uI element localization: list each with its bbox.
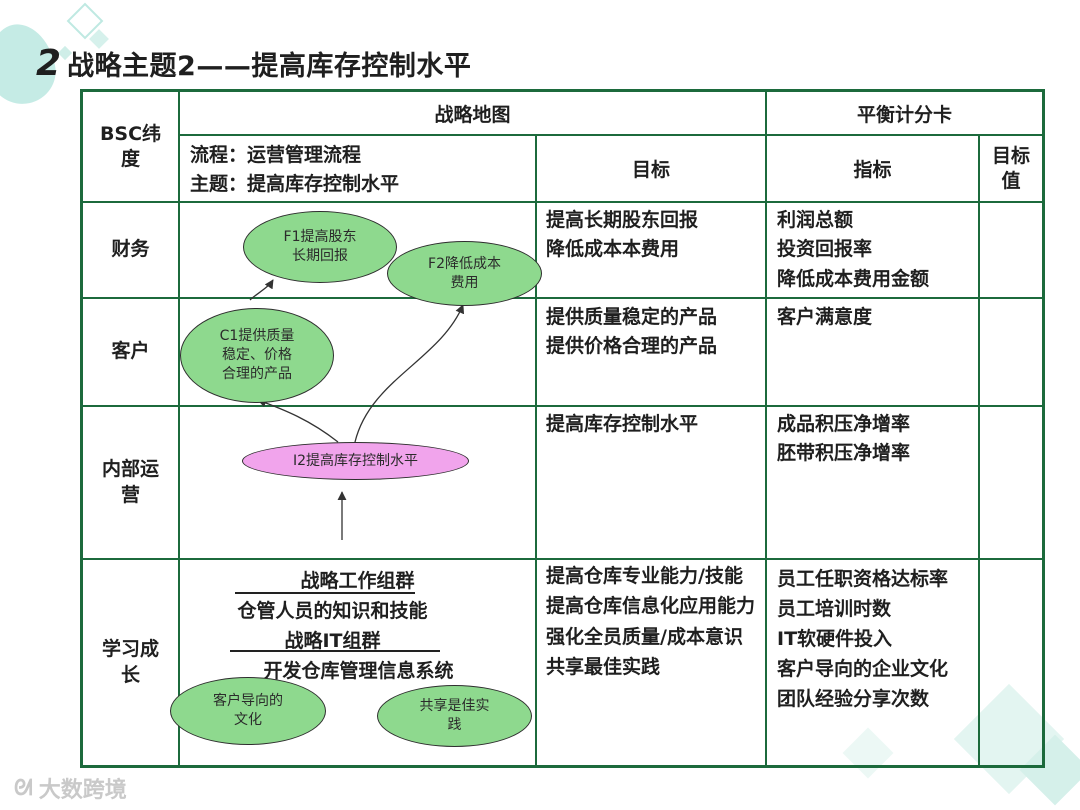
watermark-text: 大数跨境 — [38, 778, 127, 803]
process-header: 流程：运营管理流程 主题：提高库存控制水平 — [190, 141, 399, 200]
indicator-item: 客户导向的企业文化 — [777, 658, 949, 681]
header-bsc-dimension: BSC纬 度 — [99, 122, 162, 170]
indicator-item: 员工任职资格达标率 — [777, 568, 949, 590]
node-share-practice: 共享是佳实 践 — [377, 685, 532, 747]
indicator-item: 投资回报率 — [777, 238, 873, 261]
indicator-item: 成品积压净增率 — [777, 413, 911, 435]
dimension-learning: 学习成 长 — [101, 637, 159, 686]
indicators-finance: 利润总额 投资回报率 降低成本费用金额 — [777, 206, 977, 294]
objective-item: 提高仓库信息化应用能力 — [546, 595, 756, 618]
indicator-item: 利润总额 — [777, 209, 854, 231]
objective-item: 提供价格合理的产品 — [546, 335, 718, 358]
objectives-learning: 提高仓库专业能力/技能 提高仓库信息化应用能力 强化全员质量/成本意识 共享最佳… — [546, 564, 758, 680]
objective-item: 强化全员质量/成本意识 — [546, 625, 743, 648]
group1-title: 战略工作组群 — [300, 570, 415, 592]
indicator-item: 团队经验分享次数 — [777, 688, 930, 711]
node-i2: I2提高库存控制水平 — [242, 442, 469, 480]
objective-item: 共享最佳实践 — [546, 655, 661, 678]
node-customer-culture: 客户导向的 文化 — [170, 677, 326, 745]
indicator-item: 胚带积压净增率 — [777, 442, 911, 465]
objectives-internal: 提高库存控制水平 — [546, 410, 760, 439]
watermark-logo-icon: ᘛ — [14, 775, 33, 801]
arrow-i2-to-c1 — [257, 398, 339, 443]
indicators-internal: 成品积压净增率 胚带积压净增率 — [777, 410, 977, 469]
group1-underline — [235, 592, 415, 594]
dimension-customer: 客户 — [111, 340, 150, 363]
title-number: 2 — [36, 42, 62, 84]
objective-item: 提高长期股东回报 — [546, 209, 699, 231]
watermark: ᘛ 大数跨境 — [14, 772, 127, 804]
objectives-customer: 提供质量稳定的产品 提供价格合理的产品 — [546, 303, 760, 362]
page-title: 2 战略主题2——提高库存控制水平 — [36, 38, 471, 88]
node-c1: C1提供质量 稳定、价格 合理的产品 — [180, 308, 334, 403]
indicator-item: 员工培训时数 — [777, 598, 892, 621]
header-indicators: 指标 — [853, 159, 892, 181]
indicators-learning: 员工任职资格达标率 员工培训时数 IT软硬件投入 客户导向的企业文化 团队经验分… — [777, 564, 977, 714]
indicators-customer: 客户满意度 — [777, 303, 977, 332]
header-objectives: 目标 — [631, 159, 670, 181]
objective-item: 提供质量稳定的产品 — [546, 306, 718, 328]
theme-line: 主题：提高库存控制水平 — [190, 173, 400, 196]
header-strategy-map: 战略地图 — [434, 103, 511, 126]
header-balanced-scorecard: 平衡计分卡 — [856, 103, 952, 126]
dimension-internal: 内部运 营 — [101, 457, 159, 506]
objective-item: 提高仓库专业能力/技能 — [546, 565, 743, 587]
group2-title: 战略IT组群 — [284, 630, 381, 652]
objective-item: 提高库存控制水平 — [546, 413, 699, 435]
node-f2: F2降低成本 费用 — [387, 241, 542, 306]
process-line: 流程：运营管理流程 — [190, 144, 362, 166]
group2-underline — [230, 650, 440, 652]
header-target-value: 目标 值 — [991, 144, 1030, 192]
group2-detail: 开发仓库管理信息系统 — [263, 660, 454, 682]
indicator-item: 降低成本费用金额 — [777, 267, 930, 290]
node-f1: F1提高股东 长期回报 — [243, 211, 397, 283]
title-text: 战略主题2——提高库存控制水平 — [67, 50, 472, 82]
dimension-finance: 财务 — [111, 238, 150, 261]
objectives-finance: 提高长期股东回报 降低成本本费用 — [546, 206, 760, 265]
arrow-c1-to-f1 — [249, 279, 274, 301]
indicator-item: IT软硬件投入 — [777, 628, 893, 651]
indicator-item: 客户满意度 — [777, 306, 873, 328]
arrow-i2-to-f2 — [354, 304, 465, 443]
group1-detail: 仓管人员的知识和技能 — [237, 600, 428, 622]
objective-item: 降低成本本费用 — [546, 238, 680, 261]
